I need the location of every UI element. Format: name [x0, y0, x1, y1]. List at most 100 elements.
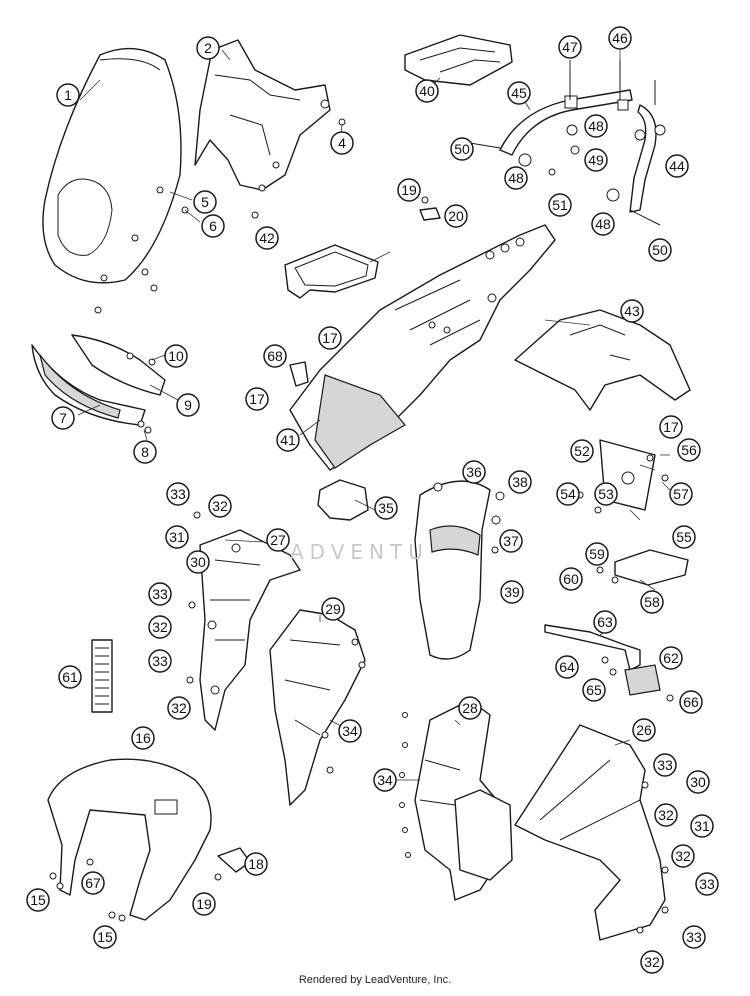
callout-61: 61	[58, 665, 82, 689]
callout-41: 41	[276, 428, 300, 452]
svg-text:57: 57	[673, 486, 689, 502]
callout-30: 30	[686, 770, 710, 794]
callout-10: 10	[164, 344, 188, 368]
callout-18: 18	[244, 852, 268, 876]
callout-6: 6	[201, 214, 225, 238]
callout-66: 66	[679, 690, 703, 714]
svg-text:30: 30	[190, 554, 206, 570]
callout-50: 50	[648, 238, 672, 262]
svg-text:34: 34	[377, 772, 393, 788]
svg-text:32: 32	[658, 807, 674, 823]
part-battery-cover	[414, 480, 505, 660]
callout-33: 33	[166, 482, 190, 506]
svg-text:59: 59	[589, 546, 605, 562]
part-windscreen-screws	[94, 186, 189, 314]
callout-58: 58	[640, 590, 664, 614]
credit-text: Rendered by LeadVenture, Inc.	[298, 974, 452, 986]
svg-text:36: 36	[466, 464, 482, 480]
callout-8: 8	[133, 440, 157, 464]
callout-29: 29	[321, 597, 345, 621]
callout-49: 49	[584, 148, 608, 172]
svg-text:48: 48	[588, 118, 604, 134]
svg-text:55: 55	[676, 529, 692, 545]
svg-text:48: 48	[595, 216, 611, 232]
svg-text:62: 62	[663, 650, 679, 666]
callout-37: 37	[499, 529, 523, 553]
callout-65: 65	[582, 678, 606, 702]
callout-20: 20	[444, 204, 468, 228]
svg-text:31: 31	[694, 818, 710, 834]
callout-52: 52	[570, 439, 594, 463]
callout-56: 56	[677, 438, 701, 462]
svg-text:16: 16	[135, 730, 151, 746]
svg-text:67: 67	[85, 875, 101, 891]
svg-text:37: 37	[503, 533, 519, 549]
callout-63: 63	[593, 610, 617, 634]
svg-text:17: 17	[249, 391, 265, 407]
callout-17: 17	[659, 415, 683, 439]
callout-67: 67	[81, 871, 105, 895]
callout-48: 48	[504, 166, 528, 190]
svg-text:31: 31	[169, 529, 185, 545]
callout-64: 64	[555, 655, 579, 679]
callout-33: 33	[682, 925, 706, 949]
svg-text:54: 54	[560, 486, 576, 502]
callout-27: 27	[266, 528, 290, 552]
svg-text:15: 15	[30, 892, 46, 908]
part-side-cover-right	[514, 724, 669, 941]
callout-50: 50	[450, 137, 474, 161]
part-grommet	[289, 361, 309, 387]
svg-text:33: 33	[657, 757, 673, 773]
part-headlight-bracket	[194, 39, 346, 219]
part-rear-subframe-fender	[289, 224, 556, 471]
svg-text:61: 61	[62, 669, 78, 685]
svg-text:49: 49	[588, 152, 604, 168]
callout-32: 32	[148, 615, 172, 639]
callout-57: 57	[669, 482, 693, 506]
callout-31: 31	[165, 525, 189, 549]
svg-text:38: 38	[512, 474, 528, 490]
svg-text:64: 64	[559, 659, 575, 675]
svg-text:63: 63	[597, 614, 613, 630]
callout-26: 26	[632, 718, 656, 742]
svg-text:33: 33	[152, 653, 168, 669]
svg-text:46: 46	[612, 30, 628, 46]
svg-text:50: 50	[454, 141, 470, 157]
callout-33: 33	[653, 753, 677, 777]
callout-16: 16	[131, 726, 155, 750]
callout-7: 7	[51, 406, 75, 430]
svg-text:9: 9	[184, 397, 192, 413]
svg-text:19: 19	[401, 182, 417, 198]
svg-text:40: 40	[419, 83, 435, 99]
callout-38: 38	[508, 470, 532, 494]
callout-32: 32	[654, 803, 678, 827]
part-mounting-plate	[404, 34, 513, 86]
svg-text:26: 26	[636, 722, 652, 738]
svg-text:10: 10	[168, 348, 184, 364]
svg-text:51: 51	[552, 197, 568, 213]
part-filter-element	[91, 639, 113, 713]
callout-19: 19	[397, 178, 421, 202]
callout-33: 33	[148, 649, 172, 673]
callout-2: 2	[196, 36, 220, 60]
callout-48: 48	[584, 114, 608, 138]
svg-text:17: 17	[322, 330, 338, 346]
svg-text:32: 32	[675, 848, 691, 864]
callout-40: 40	[415, 79, 439, 103]
svg-text:19: 19	[196, 896, 212, 912]
part-clip	[419, 196, 441, 221]
callout-28: 28	[458, 696, 482, 720]
part-shroud	[269, 609, 366, 806]
callout-34: 34	[373, 768, 397, 792]
svg-text:29: 29	[325, 601, 341, 617]
svg-text:28: 28	[462, 700, 478, 716]
part-headlight-trim	[31, 334, 166, 434]
svg-text:47: 47	[562, 39, 578, 55]
svg-text:4: 4	[338, 135, 346, 151]
svg-text:43: 43	[624, 303, 640, 319]
svg-text:30: 30	[690, 774, 706, 790]
part-windscreen	[42, 47, 182, 284]
svg-text:58: 58	[644, 594, 660, 610]
svg-text:5: 5	[201, 194, 209, 210]
